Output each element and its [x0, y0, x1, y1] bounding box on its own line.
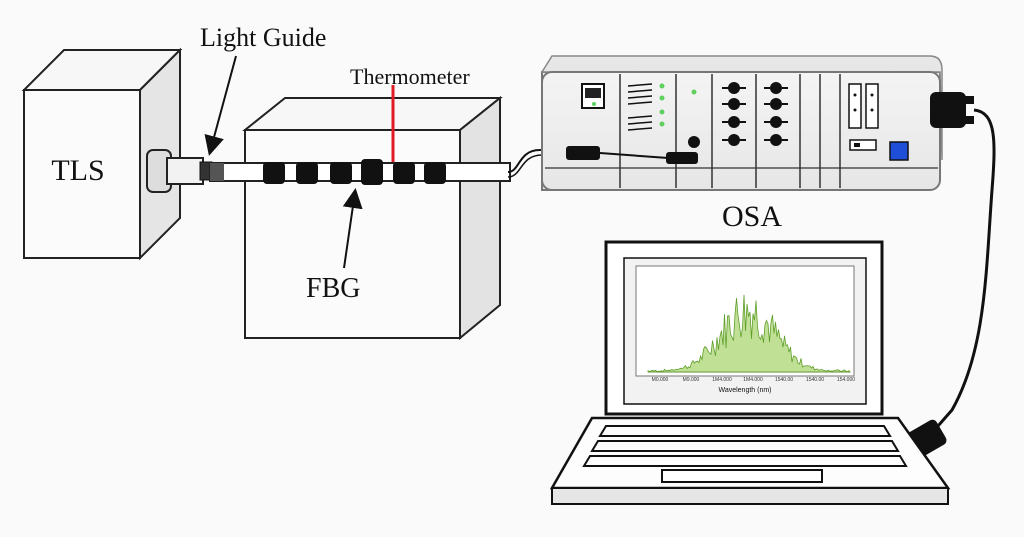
- tls-label: TLS: [51, 154, 104, 187]
- spectrum-xlabel: Wavelength (nm): [718, 387, 771, 394]
- osa-vent-lines: [627, 83, 653, 131]
- osa-led-column: [659, 83, 697, 127]
- x-tick-label: 1540.00: [775, 377, 793, 383]
- light-guide-label: Light Guide: [200, 23, 326, 52]
- tls-box: TLS: [21, 47, 183, 261]
- grating-block: [296, 162, 318, 184]
- grating-block: [263, 162, 285, 184]
- osa-instrument: [540, 55, 974, 191]
- light-guide-fiber: [209, 162, 511, 182]
- x-tick-label: M9.000: [683, 377, 700, 383]
- osa-slider[interactable]: [865, 83, 879, 129]
- osa-laptop-cable: [936, 108, 996, 427]
- x-tick-label: 1M4.000: [712, 377, 732, 383]
- x-tick-label: M0.000: [652, 377, 669, 383]
- fbg-chamber-box: [242, 95, 503, 341]
- grating-block: [330, 162, 352, 184]
- osa-knob[interactable]: [688, 136, 700, 148]
- x-tick-label: 1M4.000: [743, 377, 763, 383]
- osa-input-connector: [666, 152, 698, 164]
- osa-input-connector: [566, 146, 600, 160]
- thermometer-label: Thermometer: [350, 64, 470, 89]
- fbg-gratings: [263, 159, 446, 185]
- osa-label: OSA: [722, 200, 782, 233]
- spectrum-x-ticks: M0.000 M9.000 1M4.000 1M4.000 1540.00 1540.00…: [652, 377, 856, 383]
- osa-switch[interactable]: [849, 139, 877, 151]
- osa-blue-button[interactable]: [889, 141, 909, 161]
- osa-power-socket: [930, 92, 966, 128]
- light-guide-arrow: [204, 55, 237, 156]
- fiber-patch-cable: [507, 149, 570, 173]
- x-tick-label: 1540.00: [806, 377, 824, 383]
- grating-block: [424, 162, 446, 184]
- laptop-trackpad: [661, 469, 823, 483]
- spectrum-trace: [647, 294, 851, 373]
- fbg-label: FBG: [306, 273, 360, 304]
- spectrum-plot: M0.000 M9.000 1M4.000 1M4.000 1540.00 1540.00…: [635, 265, 856, 394]
- osa-slider[interactable]: [848, 83, 862, 129]
- grating-block: [361, 159, 383, 185]
- grating-block: [393, 162, 415, 184]
- fbg-arrow: [342, 188, 363, 269]
- x-tick-label: 154.000: [837, 377, 855, 383]
- tls-connector: [146, 149, 213, 193]
- laptop-keyboard: [582, 425, 908, 467]
